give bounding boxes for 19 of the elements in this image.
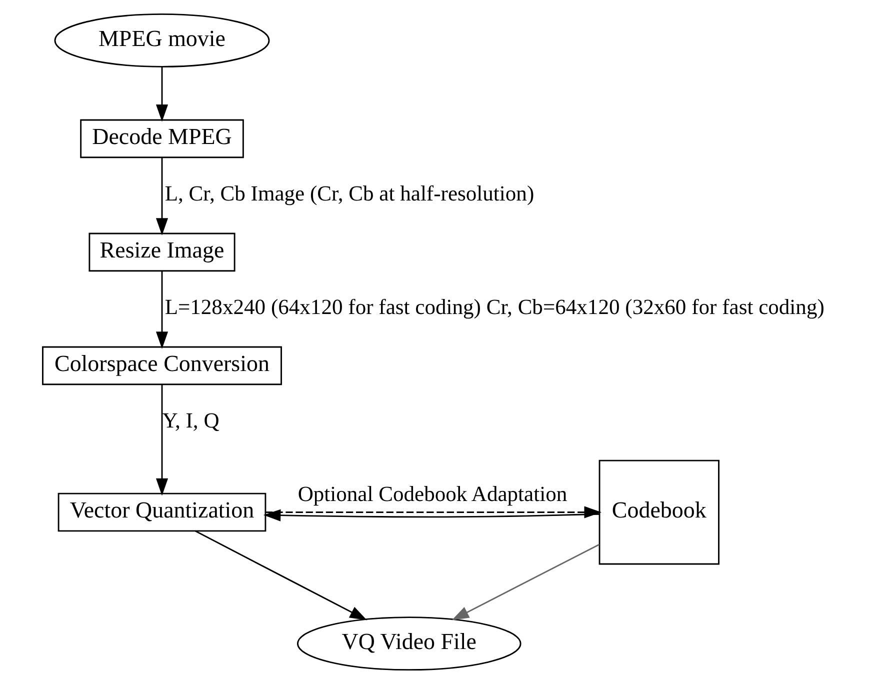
node-box: Decode MPEG (80, 119, 244, 158)
edge-label: L=128x240 (64x120 for fast coding) Cr, Cb=64x120 (32x60 for fast coding) (164, 294, 824, 319)
arrow (156, 384, 168, 496)
node-box: Codebook (598, 460, 720, 565)
arrow (263, 509, 600, 522)
arrow (156, 157, 168, 236)
arrow (266, 506, 602, 518)
arrow (156, 270, 168, 349)
edge-label: Y, I, Q (162, 408, 220, 432)
arrow (452, 544, 600, 620)
edge-label: L, Cr, Cb Image (Cr, Cb at half-resolution) (164, 181, 534, 206)
arrow (156, 66, 168, 122)
arrow (195, 530, 368, 620)
node-box: Colorspace Conversion (42, 346, 282, 386)
edge-label: Optional Codebook Adaptation (298, 482, 568, 506)
node-box: Resize Image (88, 232, 236, 272)
node-ellipse: MPEG movie (54, 13, 270, 68)
node-ellipse: VQ Video File (296, 616, 522, 671)
node-box: Vector Quantization (58, 492, 266, 532)
